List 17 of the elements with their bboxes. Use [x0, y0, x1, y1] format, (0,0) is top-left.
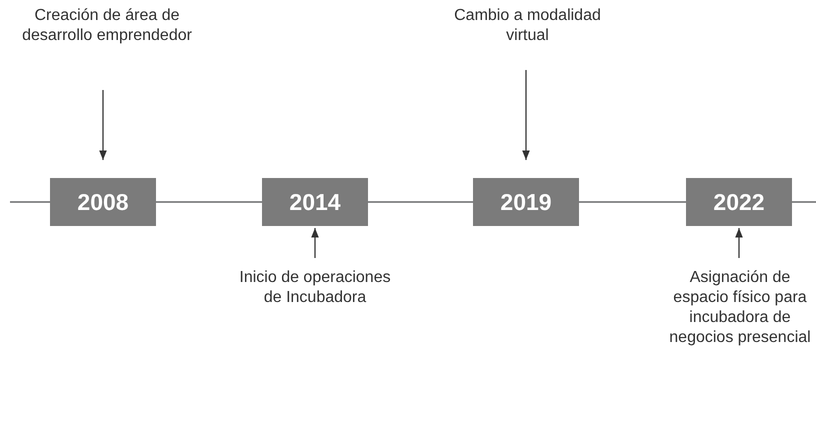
year-box: 2019 [473, 178, 579, 226]
arrow [99, 90, 107, 160]
year-box: 2022 [686, 178, 792, 226]
timeline-line [368, 201, 473, 203]
timeline-line [579, 201, 686, 203]
year-box: 2014 [262, 178, 368, 226]
arrow [735, 228, 743, 258]
event-text: Cambio a modalidad virtual [440, 6, 615, 50]
timeline-line [792, 201, 816, 203]
year-box: 2008 [50, 178, 156, 226]
event-text: Inicio de operaciones de Incubadora [230, 268, 400, 332]
timeline-line [156, 201, 262, 203]
arrow [311, 228, 319, 258]
event-text: Asignación de espacio físico para incubadora de negocios presencial [660, 268, 816, 372]
timeline-line [10, 201, 50, 203]
event-text: Creación de área de desarrollo emprendedor [22, 6, 192, 70]
arrow [522, 70, 530, 160]
